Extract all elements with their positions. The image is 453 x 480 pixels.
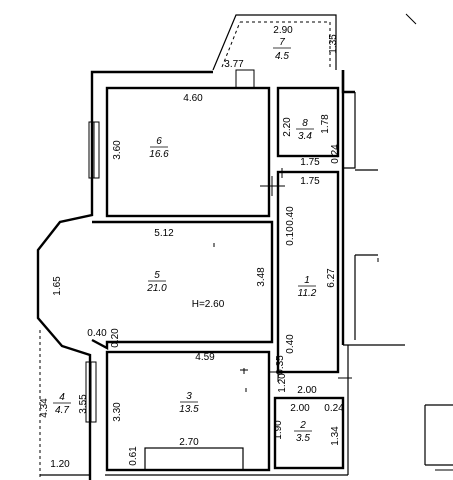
room-1-area: 11.2: [298, 288, 317, 299]
room-6-area: 16.6: [149, 149, 169, 160]
door-marks: [213, 168, 453, 471]
room-5-area: 21.0: [146, 283, 167, 294]
dim-270: 2.70: [179, 437, 199, 448]
dim-175a: 1.75: [300, 157, 320, 168]
dim-330: 3.30: [112, 402, 123, 422]
room-8-number: 8: [302, 118, 308, 129]
room-2-number: 2: [299, 420, 306, 431]
dim-120a: 1.20: [277, 373, 288, 393]
windows: [85, 69, 255, 423]
dim-024a: 0.24: [330, 144, 341, 164]
room-5-outline: [91, 220, 274, 350]
room-7-area: 4.5: [275, 51, 289, 62]
room-labels: 6 16.6 5 21.0 H=2.60 1 11.2 8 3.4 7 4.5 …: [53, 37, 317, 444]
dim-360: 3.60: [112, 140, 123, 160]
loggia-4: [39, 330, 90, 478]
dim-020: 0.20: [110, 328, 121, 348]
dim-040c: 0.40: [285, 334, 296, 354]
dim-200b: 2.00: [290, 403, 310, 414]
dim-377: 3.77: [224, 59, 244, 70]
dim-175b: 1.75: [300, 176, 320, 187]
dim-040a: 0.40: [285, 206, 296, 226]
dim-512: 5.12: [154, 228, 174, 239]
dim-460: 4.60: [183, 93, 203, 104]
room-3-niche: [144, 447, 244, 471]
dim-434: 4.34: [39, 398, 50, 418]
dimension-labels: 2.90 1.35 3.77 4.60 3.60 2.20 1.78 0.24 …: [39, 25, 344, 470]
dim-290: 2.90: [273, 25, 293, 36]
ceiling-height: H=2.60: [192, 299, 225, 310]
room-8-area: 3.4: [298, 131, 312, 142]
dim-220: 2.20: [282, 117, 293, 137]
room-8-outline: [276, 86, 340, 158]
dim-355: 3.55: [78, 394, 89, 414]
room-3-number: 3: [186, 391, 192, 402]
dim-165: 1.65: [52, 276, 63, 296]
room-6-number: 6: [156, 136, 162, 147]
balcony-7: [212, 13, 417, 71]
room-2-outline: [273, 396, 345, 470]
room-1-number: 1: [304, 275, 310, 286]
room-2-area: 3.5: [296, 433, 310, 444]
room-5-number: 5: [154, 270, 160, 281]
dim-024b: 0.24: [324, 403, 344, 414]
dim-010: 0.10: [285, 226, 296, 246]
dim-061: 0.61: [128, 446, 139, 466]
dim-135: 1.35: [328, 34, 339, 54]
dim-040b: 0.40: [87, 328, 107, 339]
room-7-number: 7: [279, 37, 285, 48]
dim-035: 0.35: [275, 355, 286, 375]
dim-134: 1.34: [330, 426, 341, 446]
dim-627: 6.27: [326, 268, 337, 288]
room-4-number: 4: [59, 392, 65, 403]
room-1-outline: [276, 170, 340, 374]
room-3-area: 13.5: [179, 404, 199, 415]
dim-348: 3.48: [256, 267, 267, 287]
dim-459: 4.59: [195, 352, 215, 363]
room-4-area: 4.7: [55, 405, 69, 416]
room-6-outline: [105, 86, 271, 218]
dim-178: 1.78: [320, 114, 331, 134]
dim-120b: 1.20: [50, 459, 70, 470]
outer-walls: [36, 70, 453, 480]
dim-200a: 2.00: [297, 385, 317, 396]
dim-190: 1.90: [273, 420, 284, 440]
